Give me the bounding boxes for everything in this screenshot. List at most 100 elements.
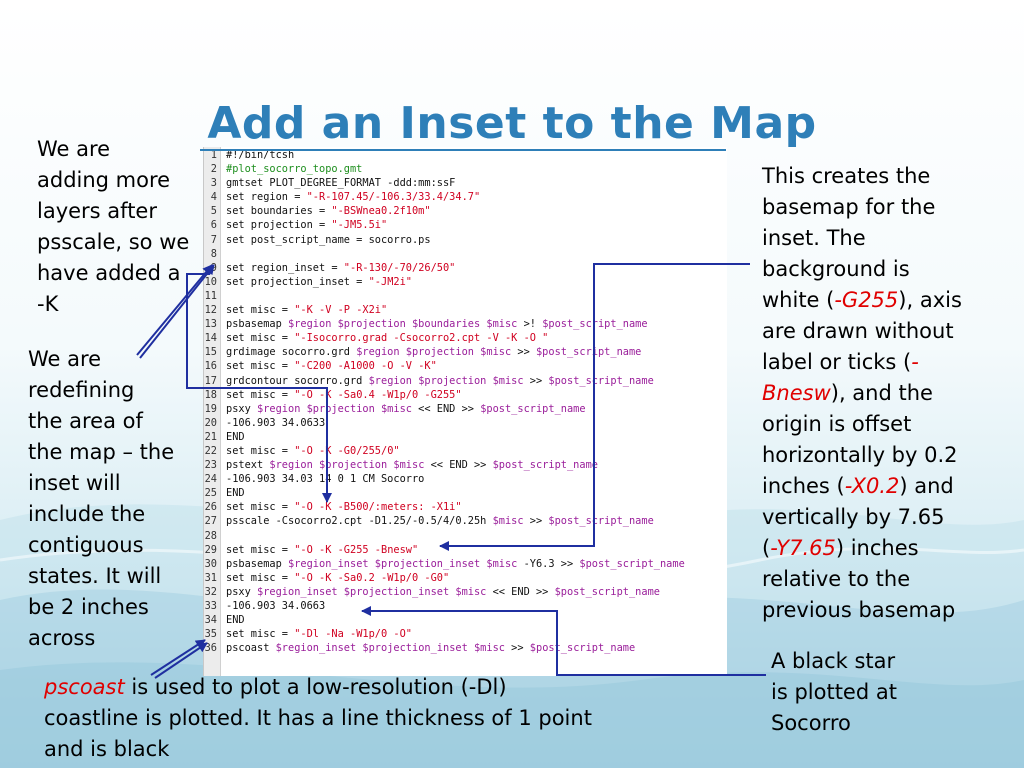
code-token: psscale -Csocorro2.cpt -D1.25/-0.5/4/0.2… [226, 515, 493, 528]
code-token: set boundaries = [226, 205, 332, 218]
code-token: set misc = [226, 628, 295, 641]
line-number: 15 [204, 346, 217, 359]
line-number: 4 [210, 191, 217, 204]
note-redefine-area: We are redefining the area of the map – … [28, 344, 174, 654]
code-text: set projection_inset = "-JM2i" [220, 275, 412, 289]
code-token: $region $projection $misc [368, 374, 524, 387]
option-y765: -Y7.65 [770, 536, 836, 560]
note-line: relative to the [762, 567, 911, 591]
note-line: vertically by 7.65 [762, 505, 945, 529]
code-token: "-O -K -Sa0.2 -W1p/0 -G0" [294, 571, 450, 584]
code-token: #!/bin/tcsh [226, 149, 295, 161]
line-number: 32 [204, 585, 217, 598]
code-token: $post_script_name [554, 585, 660, 598]
code-token: << END >> [424, 459, 493, 472]
code-text: #plot_socorro_topo.gmt [220, 162, 362, 176]
note-line: adding more [37, 168, 171, 192]
note-line: We are [28, 347, 102, 371]
code-text: set misc = "-Dl -Na -W1p/0 -O" [220, 627, 412, 641]
code-text: set misc = "-O -K -G255 -Bnesw" [220, 543, 418, 557]
line-number: 23 [204, 459, 217, 472]
note-line: states. It will [28, 564, 162, 588]
code-token: "-R-107.45/-106.3/33.4/34.7" [306, 191, 481, 204]
code-token: set region_inset = [226, 261, 344, 274]
code-text: END [220, 430, 245, 444]
code-text: psxy $region_inset $projection_inset $mi… [220, 585, 660, 599]
note-text: ), axis [898, 288, 962, 312]
note-line: coastline is plotted. It has a line thic… [44, 706, 592, 730]
code-text [220, 289, 226, 303]
code-text: set misc = "-O -K -Sa0.4 -W1p/0 -G255" [220, 388, 462, 402]
note-line: white (-G255), axis [762, 285, 962, 316]
code-token: $post_script_name [542, 318, 648, 331]
code-token: $post_script_name [492, 459, 598, 472]
code-text: -106.903 34.0663 [220, 599, 325, 613]
code-line: 27 psscale -Csocorro2.cpt -D1.25/-0.5/4/0… [204, 514, 685, 528]
code-token: >! [517, 318, 543, 331]
code-token: $region $projection $misc [356, 346, 512, 359]
code-text: -106.903 34.0633 [220, 416, 325, 430]
note-line: layers after [37, 199, 157, 223]
note-line: A black star [771, 649, 896, 673]
note-black-star: A black star is plotted at Socorro [771, 646, 897, 739]
code-text: grdimage socorro.grd $region $projection… [220, 345, 641, 359]
code-token: $post_script_name [548, 515, 654, 528]
code-token: >> [511, 346, 536, 359]
code-token: psbasemap [226, 557, 288, 570]
note-text: ( [762, 536, 771, 560]
code-token: set misc = [226, 332, 295, 345]
line-number: 31 [204, 571, 217, 584]
code-token: psbasemap [226, 318, 288, 331]
code-token: $region $projection $misc [269, 459, 425, 472]
note-added-k: We are adding more layers after psscale,… [37, 134, 189, 320]
note-line: is plotted at [771, 680, 897, 704]
note-line: and is black [44, 737, 170, 761]
note-line: We are [37, 137, 111, 161]
line-number: 24 [204, 473, 217, 486]
code-token: $region_inset $projection_inset $misc [257, 585, 487, 598]
code-token: $region_inset $projection_inset $misc [275, 642, 505, 655]
line-number: 13 [204, 318, 217, 331]
note-text: white ( [762, 288, 835, 312]
line-number: 3 [210, 177, 217, 190]
code-text: psbasemap $region $projection $boundarie… [220, 317, 648, 331]
code-token: $region $projection $misc [257, 402, 412, 415]
code-token: "-O -K -Sa0.4 -W1p/0 -G255" [294, 388, 462, 401]
code-token: $post_script_name [579, 557, 685, 570]
code-text: END [220, 613, 245, 627]
line-number: 8 [210, 247, 217, 260]
note-line: background is [762, 257, 910, 281]
code-token: "-JM2i" [368, 275, 412, 288]
note-line: previous basemap [762, 598, 956, 622]
line-number: 25 [204, 487, 217, 500]
code-token: $post_script_name [535, 346, 642, 359]
code-line: 28 [204, 529, 685, 543]
code-text: -106.903 34.03 14 0 1 CM Socorro [220, 472, 424, 486]
note-text: label or ticks ( [762, 350, 912, 374]
note-line: label or ticks (- [762, 347, 962, 378]
option-bnesw: Bnesw [762, 381, 831, 405]
code-token: set misc = [226, 388, 295, 401]
code-token: set misc = [226, 304, 295, 317]
code-text: psxy $region $projection $misc << END >>… [220, 402, 586, 416]
note-line: redefining [28, 378, 135, 402]
note-line: (-Y7.65) inches [762, 533, 962, 564]
code-token: >> [523, 374, 549, 387]
code-token: "-O -K -G255 -Bnesw" [294, 543, 419, 556]
note-text: ) inches [835, 536, 919, 560]
code-token: END [226, 430, 245, 443]
note-line: Bnesw), and the [762, 378, 962, 409]
code-text: #!/bin/tcsh [220, 148, 294, 162]
line-number: 27 [204, 515, 217, 528]
note-line: include the [28, 502, 146, 526]
line-number: 5 [210, 205, 217, 218]
